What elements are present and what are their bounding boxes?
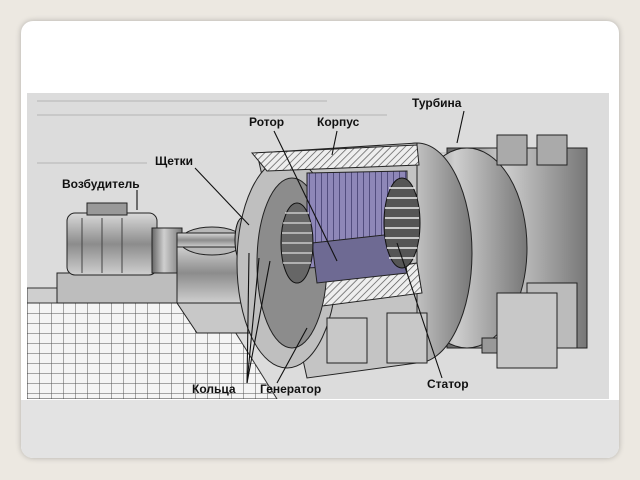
label-housing: Корпус [317, 115, 360, 129]
generator-cutaway-diagram: Турбина Ротор Корпус Щетки Возбудитель К… [26, 93, 609, 400]
label-rotor: Ротор [249, 115, 284, 129]
exciter-unit [56, 202, 198, 304]
leader-lines [136, 110, 465, 384]
label-exciter: Возбудитель [62, 177, 140, 191]
support-feet [326, 292, 558, 369]
label-stator: Статор [427, 377, 469, 391]
generator-illustration: Турбина Ротор Корпус Щетки Возбудитель К… [26, 93, 609, 400]
label-rings: Кольца [192, 382, 236, 396]
slide-footer [21, 400, 619, 458]
stator-core [306, 170, 421, 284]
rotor-core [280, 202, 314, 284]
label-turbine: Турбина [412, 96, 462, 110]
label-generator: Генератор [260, 382, 321, 396]
label-brushes: Щетки [155, 154, 193, 168]
